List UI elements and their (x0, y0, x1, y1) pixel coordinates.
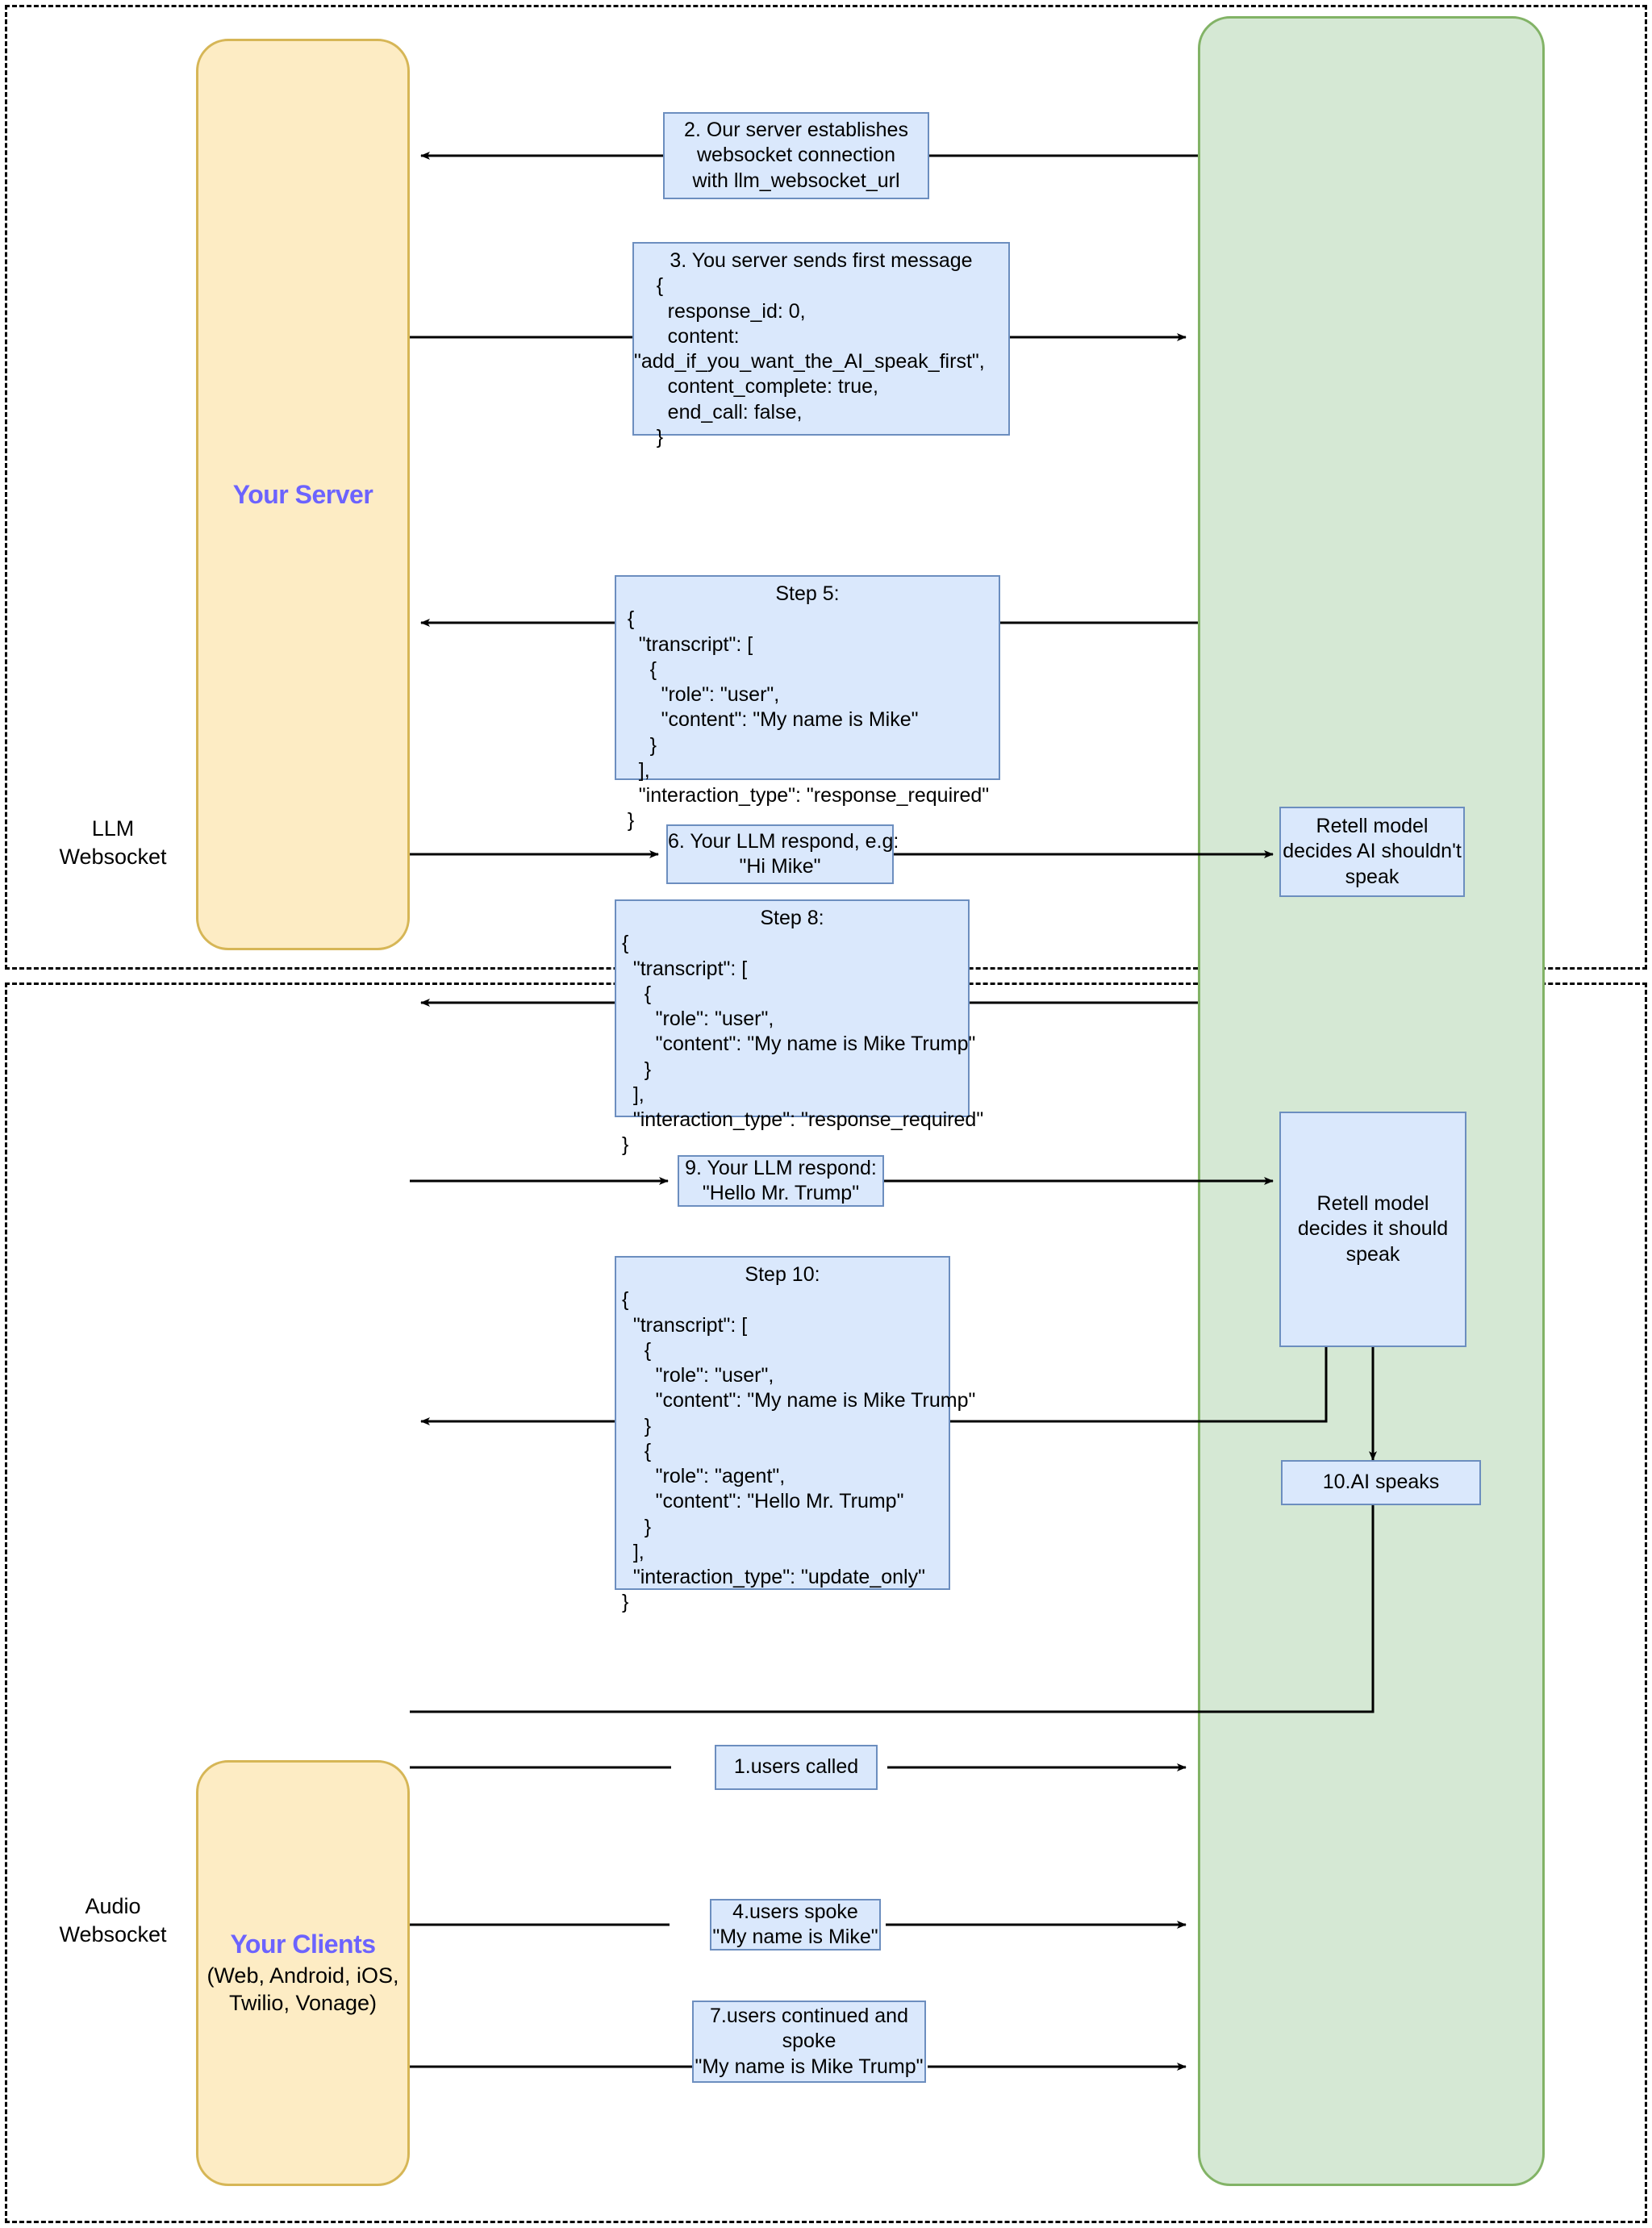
box-ai-speaks[interactable]: 10.AI speaks (1281, 1460, 1481, 1505)
label-llm-websocket: LLM Websocket (59, 816, 167, 869)
lane-your-server: Your Server (196, 39, 410, 950)
box-step5[interactable]: Step 5: { "transcript": [ { "role": "use… (615, 575, 1000, 832)
box-step9[interactable]: 9. Your LLM respond: "Hello Mr. Trump" (678, 1155, 884, 1207)
box-step5-header: Step 5: (775, 582, 840, 605)
box-step8-body: { "transcript": [ { "role": "user", "con… (621, 932, 984, 1157)
box-step1[interactable]: 1.users called (715, 1745, 878, 1790)
box-step4[interactable]: 4.users spoke "My name is Mike" (710, 1899, 881, 1951)
lane-retell (1198, 16, 1545, 2186)
box-step3[interactable]: 3. You server sends first message { resp… (632, 242, 1010, 449)
box-step5-body: { "transcript": [ { "role": "user", "con… (627, 607, 990, 832)
label-audio-websocket: Audio Websocket (59, 1894, 167, 1946)
box-retell-should-speak[interactable]: Retell model decides it should speak (1279, 1112, 1466, 1347)
lane-your-clients-subtitle: (Web, Android, iOS, Twilio, Vonage) (206, 1963, 399, 2016)
box-step3-header: 3. You server sends first message (670, 249, 973, 272)
box-step10-body: { "transcript": [ { "role": "user", "con… (621, 1288, 976, 1614)
box-step2[interactable]: 2. Our server establishes websocket conn… (663, 112, 929, 199)
box-step8[interactable]: Step 8: { "transcript": [ { "role": "use… (615, 899, 983, 1156)
box-step7[interactable]: 7.users continued and spoke "My name is … (692, 2001, 926, 2083)
box-retell-should-not-speak[interactable]: Retell model decides AI shouldn't speak (1279, 807, 1465, 897)
box-step6[interactable]: 6. Your LLM respond, e.g: "Hi Mike" (666, 824, 899, 884)
box-step3-body: { response_id: 0, content: "add_if_you_w… (634, 274, 985, 449)
box-step10[interactable]: Step 10: { "transcript": [ { "role": "us… (615, 1256, 975, 1613)
lane-your-clients: Your Clients (Web, Android, iOS, Twilio,… (196, 1760, 410, 2186)
lane-your-server-title: Your Server (232, 479, 373, 509)
lane-your-clients-title: Your Clients (230, 1930, 376, 1959)
box-step10-header: Step 10: (745, 1263, 820, 1286)
box-step8-header: Step 8: (760, 907, 824, 929)
